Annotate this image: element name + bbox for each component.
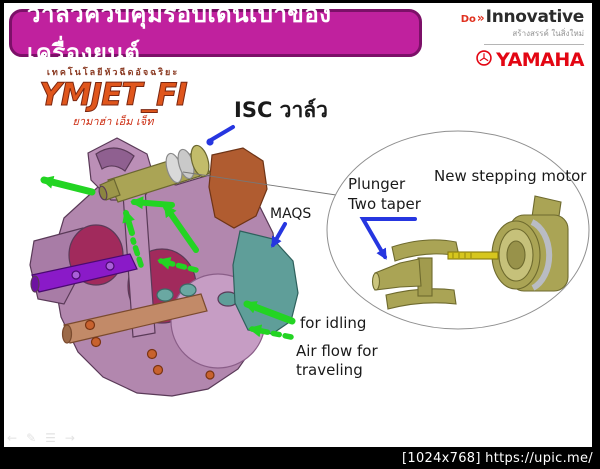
presentation-slide: วาล์วควบคุมรอบเดินเบาของเครื่องยนต์ Do »… <box>4 3 592 447</box>
maqs-pointer-arrow <box>271 222 287 248</box>
slideshow-controls: ← ✎ ☰ → <box>7 431 75 445</box>
ymjet-wordmark: YMJET_FI <box>39 77 188 113</box>
yamaha-wordmark: YAMAHA <box>496 49 584 71</box>
isc-valve-label: ISC วาล์ว <box>234 98 328 122</box>
branding-block: Do » Innovative สร้างสรรค์ ในสิ่งใหม่ YA… <box>461 9 585 72</box>
prev-slide-icon[interactable]: ← <box>7 431 18 445</box>
do-prefix: Do <box>460 14 476 25</box>
plunger-pointer-arrow <box>359 217 417 260</box>
ymjet-tagline-top: เทคโนโลยีหัวฉีดอัจฉริยะ <box>46 68 180 78</box>
brand-divider <box>484 44 584 45</box>
yamaha-tuning-fork-icon <box>476 50 492 70</box>
pen-tool-icon[interactable]: ✎ <box>26 431 37 445</box>
watermark-bar: [1024x768] https://upic.me/ <box>0 447 600 469</box>
elbow-fitting <box>208 147 268 229</box>
isc-valve <box>98 144 211 203</box>
slide-title-banner: วาล์วควบคุมรอบเดินเบาของเครื่องยนต์ <box>9 3 422 67</box>
next-slide-icon[interactable]: → <box>64 431 75 445</box>
do-innovative-logo: Do » Innovative <box>460 7 585 27</box>
plunger-assembly <box>371 239 460 310</box>
isc-pointer-arrow <box>209 125 235 142</box>
menu-icon[interactable]: ☰ <box>45 431 56 445</box>
inset-connector-line <box>182 171 337 196</box>
blue-arrows <box>206 125 417 260</box>
linkage-rod <box>61 283 208 344</box>
stepping-motor-label: New stepping motor <box>434 167 587 185</box>
chevron-icon: » <box>476 11 485 25</box>
plunger-label: Plunger Two taper <box>348 175 421 213</box>
maqs-label: MAQS <box>270 206 312 222</box>
innovative-wordmark: Innovative <box>485 7 585 27</box>
traveling-label: Air flow for traveling <box>296 342 378 379</box>
throttle-body <box>29 137 299 397</box>
footer-watermark: [1024x768] https://upic.me/ <box>402 450 593 466</box>
bolts <box>84 319 215 380</box>
airflow-arrows <box>40 175 296 340</box>
ymjet-fi-logo: เทคโนโลยีหัวฉีดอัจฉริยะ YMJET_FI ยามาฮ่า… <box>18 65 208 130</box>
traveling-flow-arrow <box>248 324 294 340</box>
outflow-arrow <box>40 175 96 196</box>
throttle-body-diagram <box>29 125 590 397</box>
yamaha-logo: YAMAHA <box>476 49 584 71</box>
do-innovative-tagline: สร้างสรรค์ ในสิ่งใหม่ <box>512 29 584 38</box>
ymjet-tagline-bottom: ยามาฮ่า เอ็ม เจ็ท <box>72 114 154 128</box>
idling-flow-arrow <box>243 300 296 325</box>
slide-title: วาล์วควบคุมรอบเดินเบาของเครื่องยนต์ <box>27 3 332 67</box>
inset-circle <box>326 130 590 330</box>
throttle-lever <box>30 253 138 293</box>
motor-shaft <box>447 251 499 260</box>
idling-label: for idling <box>300 314 367 332</box>
stepping-motor <box>447 195 569 292</box>
